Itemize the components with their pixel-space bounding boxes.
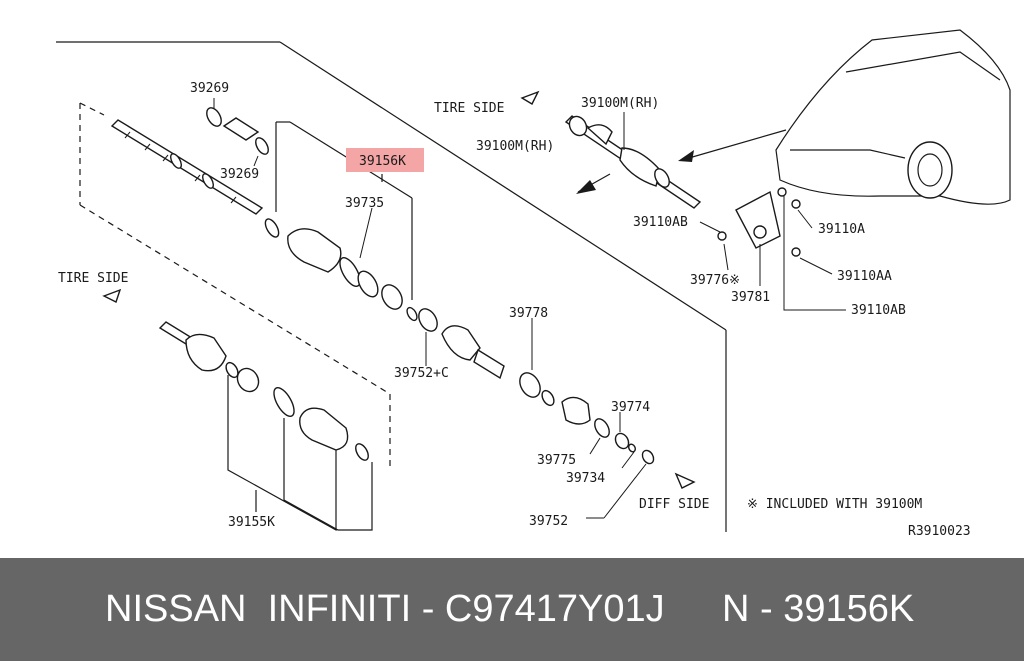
dashed-kit-outline — [79, 102, 391, 468]
label-included-note: ※ INCLUDED WITH 39100M — [747, 497, 922, 512]
axle-shaft — [110, 119, 264, 215]
label-39752: 39752 — [529, 514, 568, 529]
label-39100m-rh-center: 39100M(RH) — [476, 139, 554, 154]
direction-labels: TIRE SIDE TIRE SIDE DIFF SIDE ※ INCLUDED… — [58, 101, 971, 539]
label-39110aa: 39110AA — [837, 269, 892, 284]
label-39156k: 39156K — [359, 154, 406, 169]
label-39778: 39778 — [509, 306, 548, 321]
label-39752-c: 39752+C — [394, 366, 449, 381]
label-tire-side-top: TIRE SIDE — [434, 101, 504, 116]
banner-part-text: N - 39156K — [722, 588, 915, 630]
label-39110a: 39110A — [818, 222, 865, 237]
frame-lines — [56, 41, 727, 532]
label-39781: 39781 — [731, 290, 770, 305]
label-39776: 39776※ — [690, 273, 740, 288]
label-tire-side-left: TIRE SIDE — [58, 271, 128, 286]
label-39269-top: 39269 — [190, 81, 229, 96]
vehicle-and-shaft-inset — [564, 29, 1011, 257]
label-39269-bottom: 39269 — [220, 167, 259, 182]
part-labels: 39269 39269 39156K 39735 39100M(RH) 3910… — [190, 81, 906, 530]
outer-boot-parts — [264, 218, 418, 322]
label-39774: 39774 — [611, 400, 650, 415]
banner-brand-text: NISSAN INFINITI - C97417Y01J — [105, 588, 665, 630]
direction-arrows — [102, 90, 696, 489]
label-39110ab-left: 39110AB — [633, 215, 688, 230]
label-39735: 39735 — [345, 196, 384, 211]
driveshaft-exploded-diagram: 39269 39269 39156K 39735 39100M(RH) 3910… — [56, 29, 1011, 539]
label-39110ab-right: 39110AB — [851, 303, 906, 318]
inner-joint-parts — [418, 308, 655, 465]
lower-joint-kit — [158, 321, 373, 532]
label-39775: 39775 — [537, 453, 576, 468]
highlight-39156k — [346, 148, 424, 172]
label-39100m-rh-top: 39100M(RH) — [581, 96, 659, 111]
label-39734: 39734 — [566, 471, 605, 486]
leader-lines — [213, 98, 846, 519]
label-ref-code: R3910023 — [908, 524, 971, 539]
damper-parts — [206, 107, 269, 155]
label-39155k: 39155K — [228, 515, 275, 530]
part-number-banner: NISSAN INFINITI - C97417Y01J N - 39156K — [0, 558, 1024, 661]
label-diff-side: DIFF SIDE — [639, 497, 709, 512]
